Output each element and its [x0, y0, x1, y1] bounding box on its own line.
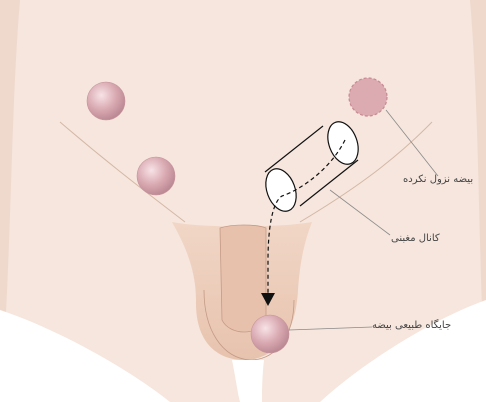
testis-undescended	[349, 78, 387, 116]
penis-shaft	[220, 225, 266, 332]
label-undescended-testis: بیضه نزول نکرده	[403, 174, 473, 185]
testis-normal-position	[251, 315, 289, 353]
testis-left-lower	[137, 157, 175, 195]
label-normal-testis-position: جایگاه طبیعی بیضه	[372, 320, 451, 331]
testis-left-upper	[87, 82, 125, 120]
label-inguinal-canal: کانال مغبنی	[391, 233, 440, 244]
